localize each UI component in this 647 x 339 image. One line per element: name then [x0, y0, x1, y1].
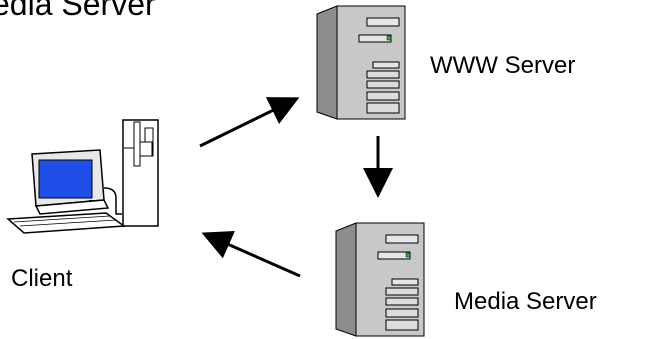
arrow-media-to-client [201, 230, 301, 278]
arrow-client-to-www [199, 97, 300, 148]
desktop-computer-icon [6, 119, 159, 234]
media-server-label: Media Server [454, 288, 597, 315]
page-title: edia Server [0, 0, 156, 22]
tower-server-icon [316, 5, 406, 120]
media-server-node [334, 221, 430, 338]
www-server-node [315, 4, 411, 121]
client-label: Client [11, 265, 73, 292]
www-server-label: WWW Server [430, 52, 576, 79]
client-node [0, 118, 170, 234]
tower-server-icon [335, 222, 425, 337]
